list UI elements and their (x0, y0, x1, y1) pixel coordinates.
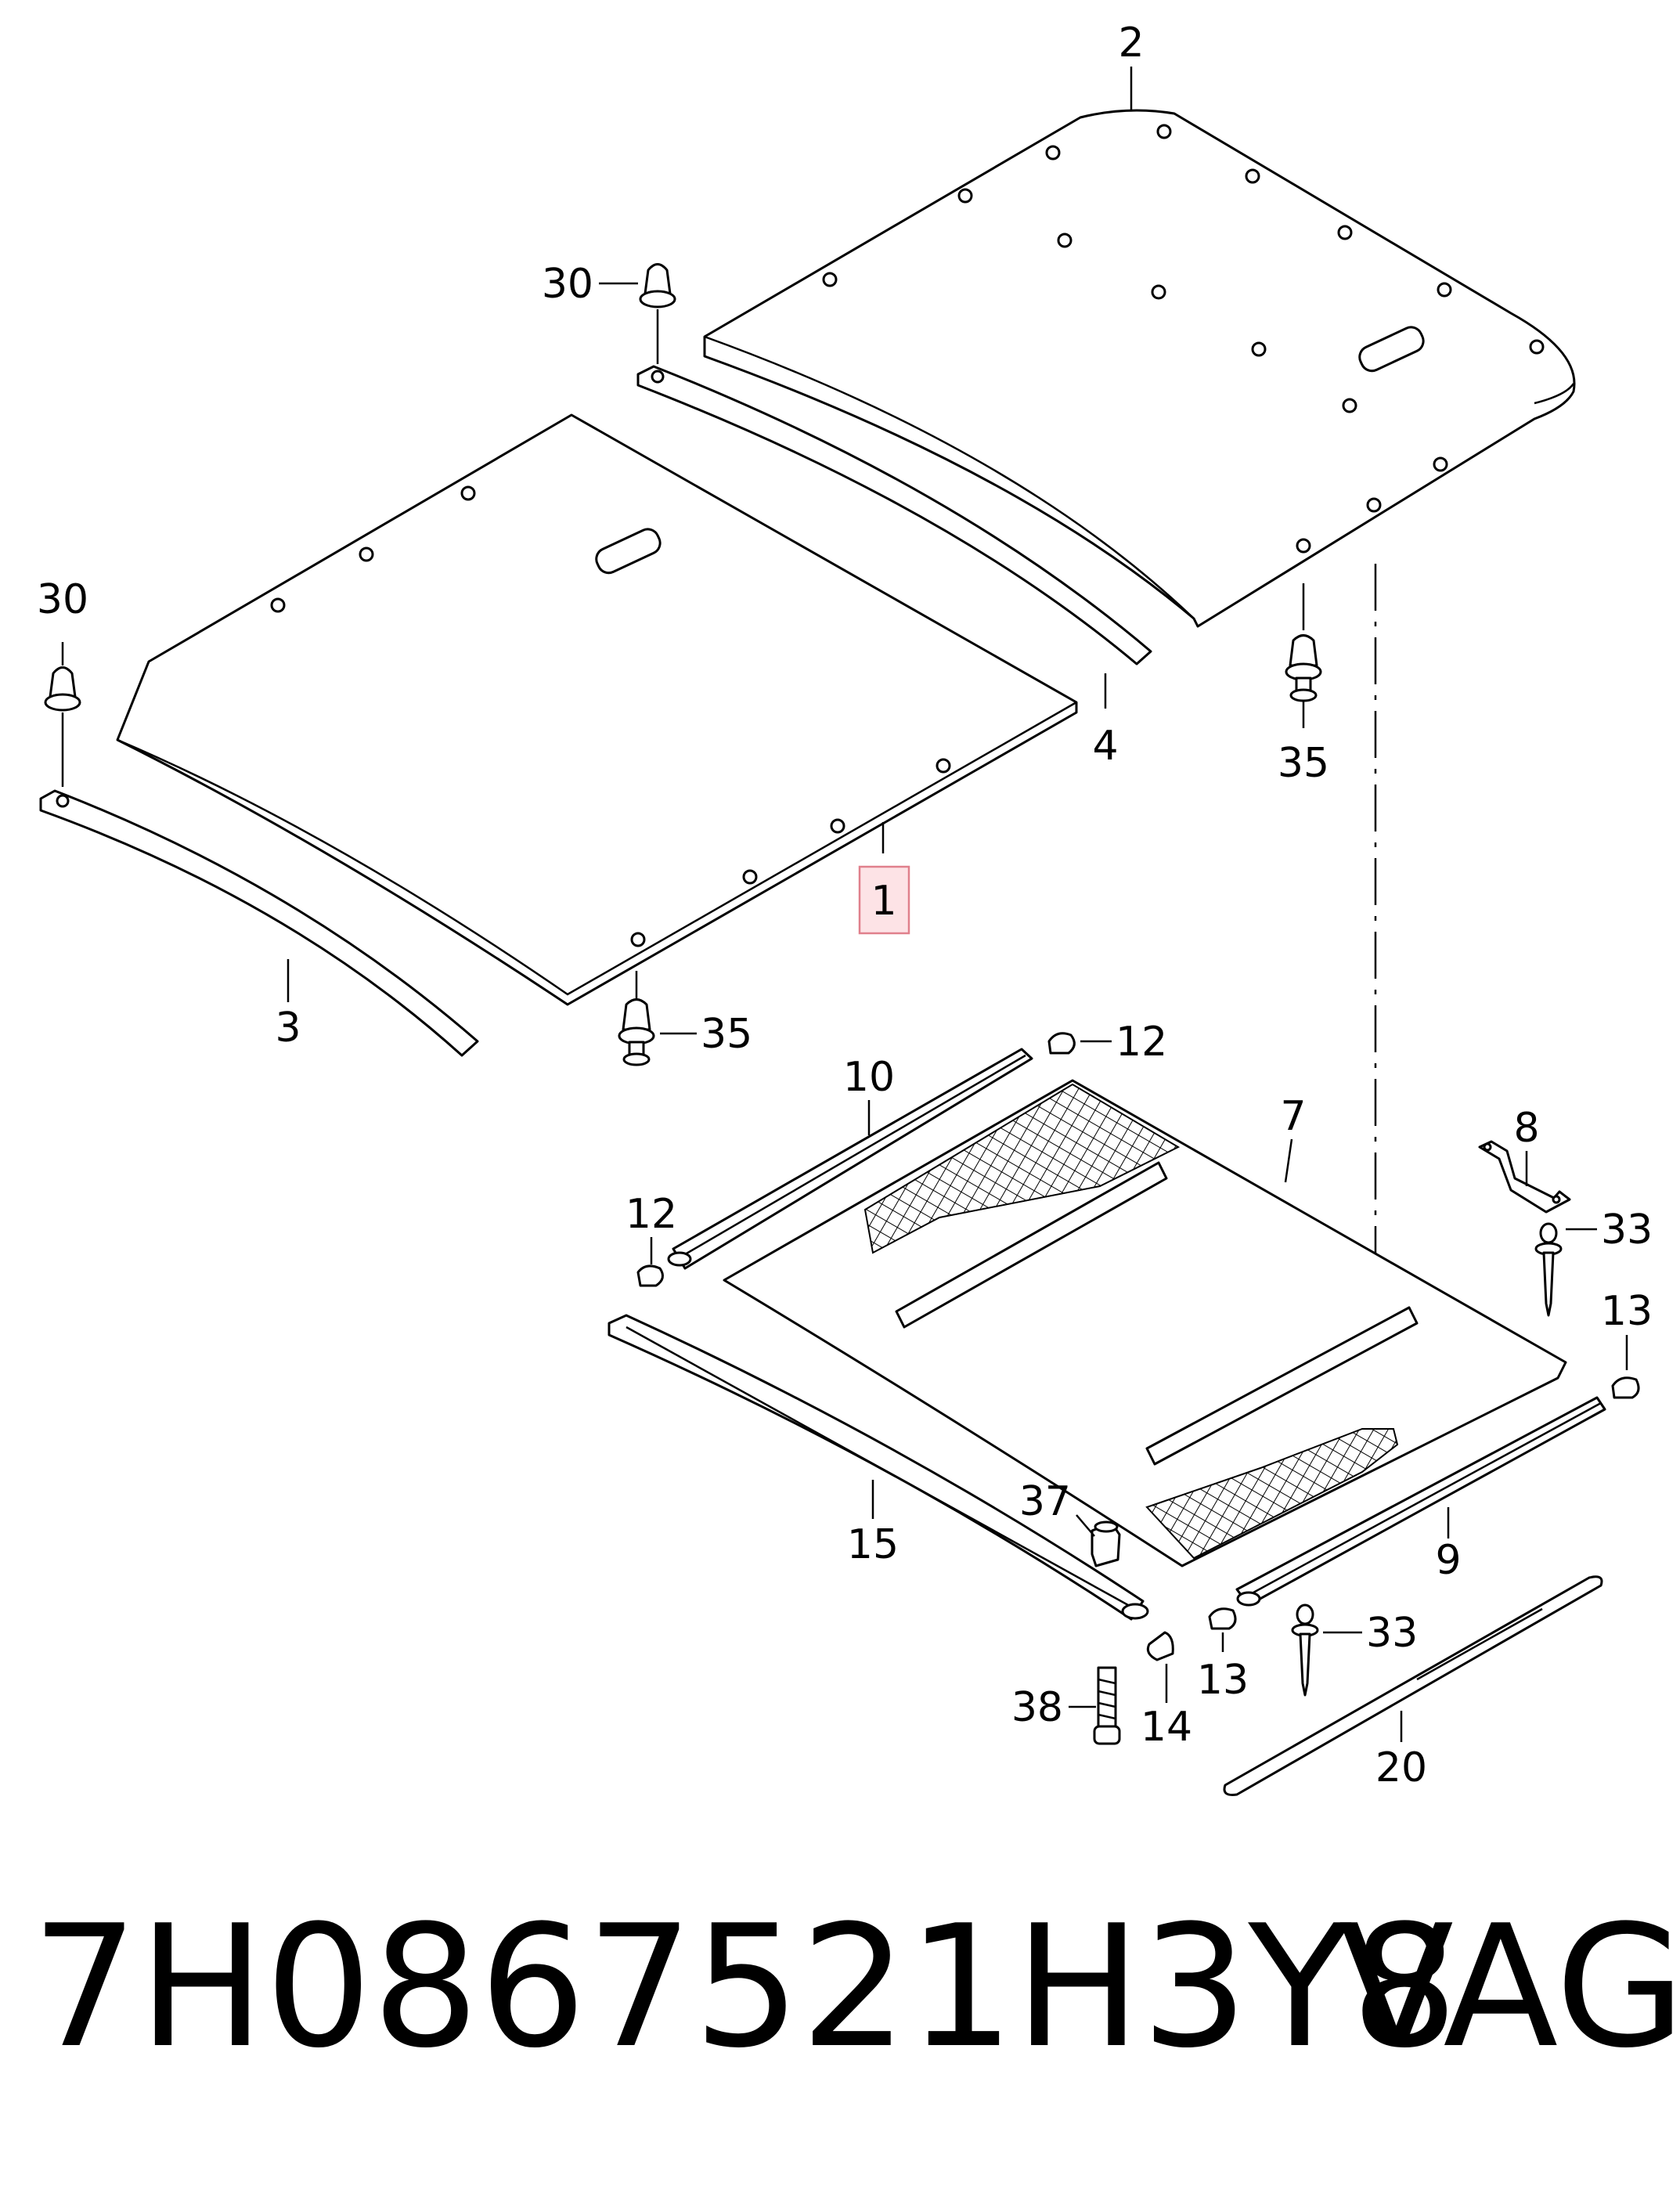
trim-part-20 (1223, 1575, 1603, 1796)
screw-part-38 (1093, 1666, 1121, 1745)
callout-30-lower: 30 (37, 576, 88, 623)
callout-9: 9 (1435, 1537, 1461, 1584)
callout-labels: 2 30 30 4 35 1 3 35 12 10 7 8 12 33 13 3… (37, 20, 1653, 1791)
rivet-33-lower (1291, 1603, 1319, 1697)
mesh-lower (1145, 1428, 1399, 1560)
clip-12-top (1047, 1032, 1076, 1055)
callout-15: 15 (847, 1521, 899, 1568)
callout-33-upper: 33 (1601, 1207, 1653, 1254)
callout-35-right: 35 (1278, 740, 1329, 787)
leader-lines (61, 67, 1628, 1742)
brand-name: VAG (1339, 1888, 1680, 2085)
callout-4: 4 (1092, 723, 1118, 770)
rail-part-15 (607, 1314, 1149, 1621)
clip-12-left (636, 1264, 665, 1287)
callout-35-left: 35 (701, 1011, 752, 1058)
callout-12-top: 12 (1116, 1019, 1167, 1066)
nut-part-37 (1091, 1520, 1121, 1567)
panel-1-mounting-holes (270, 485, 951, 947)
headliner-part-7 (723, 1079, 1567, 1567)
rail-part-9 (1235, 1396, 1606, 1607)
clip-13-bottom (1208, 1607, 1237, 1630)
mesh-upper (863, 1083, 1181, 1254)
roof-panel-part-1 (116, 413, 1078, 1006)
clip-35-right (1285, 583, 1322, 702)
clip-30-lower (44, 666, 81, 787)
callout-1: 1 (871, 878, 896, 925)
clip-13-right (1611, 1376, 1640, 1399)
roof-panel-part-2 (703, 109, 1576, 628)
rivet-33-upper (1534, 1222, 1563, 1317)
callout-38: 38 (1011, 1684, 1063, 1731)
callout-13-bottom: 13 (1197, 1657, 1249, 1704)
callout-20: 20 (1375, 1744, 1427, 1791)
callout-8: 8 (1513, 1105, 1539, 1152)
clip-35-left (618, 971, 655, 1066)
callout-33-lower: 33 (1366, 1610, 1418, 1657)
callout-10: 10 (843, 1054, 895, 1101)
bracket-part-8 (1478, 1140, 1571, 1214)
callout-13-right: 13 (1601, 1288, 1653, 1335)
clip-14 (1146, 1631, 1174, 1661)
rail-part-10 (667, 1048, 1033, 1270)
callout-7: 7 (1280, 1093, 1306, 1140)
callout-14: 14 (1141, 1704, 1192, 1751)
callout-37: 37 (1019, 1478, 1071, 1525)
callout-1-highlight (858, 865, 910, 935)
callout-30-upper: 30 (542, 261, 593, 308)
panel-2-mounting-holes (822, 124, 1545, 554)
callout-3: 3 (275, 1005, 301, 1052)
clip-30-upper (639, 263, 676, 364)
callout-2: 2 (1118, 20, 1144, 67)
part-number: 7H0867521H3Y8 (31, 1888, 1458, 2085)
strip-part-4 (636, 365, 1152, 666)
strip-part-3 (39, 789, 479, 1057)
callout-12-left: 12 (625, 1191, 677, 1238)
